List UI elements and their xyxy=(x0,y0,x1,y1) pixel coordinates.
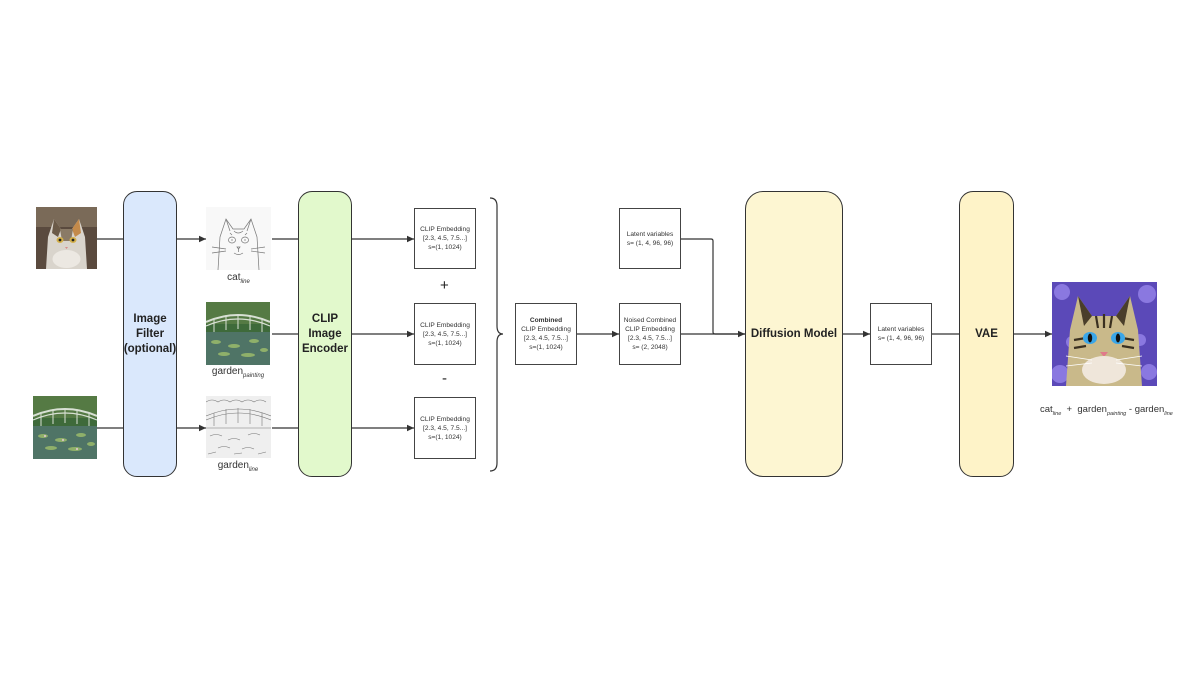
clip-label-1: CLIP xyxy=(311,312,339,325)
diffusion-label: Diffusion Model xyxy=(750,327,838,340)
vae-block: VAE xyxy=(959,191,1014,477)
plus-operator: + xyxy=(440,277,449,294)
clip-embedding-box-1: CLIP Embedding [2.3, 4.5, 7.5...] s=(1, … xyxy=(414,208,476,269)
image-filter-label-1: Image xyxy=(133,312,167,325)
latent-out-title: Latent variables xyxy=(877,326,925,333)
clip-embedding-box-3: CLIP Embedding [2.3, 4.5, 7.5...] s=(1, … xyxy=(414,397,476,459)
minus-operator: - xyxy=(442,370,447,387)
noised-shape: s= (2, 2048) xyxy=(632,344,668,351)
garden-painting-sub: painting xyxy=(243,373,265,379)
latent-variables-input-box: Latent variables s= (1, 4, 96, 96) xyxy=(619,208,681,269)
noised-title: Noised Combined xyxy=(623,317,677,324)
embedding-shape: s=(1, 1024) xyxy=(428,339,462,347)
cat-line-name: cat xyxy=(227,272,241,283)
formula-sub-2: painting xyxy=(1106,411,1127,417)
image-filter-label-2: Filter xyxy=(135,327,165,340)
combined-subtitle: CLIP Embedding xyxy=(521,326,571,333)
garden-painting-filtered-icon xyxy=(206,302,270,365)
garden-line-name: garden xyxy=(217,460,249,471)
cat-line-sub: line xyxy=(240,279,250,285)
garden-painting-name: garden xyxy=(211,366,244,377)
noised-subtitle: CLIP Embedding xyxy=(625,326,675,333)
embedding-shape: s=(1, 1024) xyxy=(428,433,462,441)
formula-term-3: garden xyxy=(1134,404,1165,415)
clip-label-3: Encoder xyxy=(301,342,348,355)
embedding-title: CLIP Embedding xyxy=(420,226,470,233)
noised-combined-embedding-box: Noised Combined CLIP Embedding [2.3, 4.5… xyxy=(619,303,681,365)
formula-sub-1: line xyxy=(1052,411,1062,417)
formula-term-1: cat xyxy=(1040,404,1053,415)
clip-embedding-box-2: CLIP Embedding [2.3, 4.5, 7.5...] s=(1, … xyxy=(414,303,476,365)
combined-shape: s=(1, 1024) xyxy=(529,344,563,351)
output-formula: catline + gardenpainting - gardenline xyxy=(1040,404,1173,417)
combined-embedding-box: Combined CLIP Embedding [2.3, 4.5, 7.5..… xyxy=(515,303,577,365)
formula-term-2: garden xyxy=(1077,404,1107,415)
latent-out-shape: s= (1, 4, 96, 96) xyxy=(877,335,925,342)
embedding-values: [2.3, 4.5, 7.5...] xyxy=(423,235,467,242)
noised-values: [2.3, 4.5, 7.5...] xyxy=(628,335,672,342)
embedding-shape: s=(1, 1024) xyxy=(428,244,462,251)
embedding-values: [2.3, 4.5, 7.5...] xyxy=(423,424,467,432)
garden-line-sub: line xyxy=(248,467,259,473)
combined-values: [2.3, 4.5, 7.5...] xyxy=(524,335,568,342)
latent-in-shape: s= (1, 4, 96, 96) xyxy=(626,239,674,247)
curly-brace xyxy=(489,197,504,472)
image-filter-label-3: (optional) xyxy=(123,342,177,355)
formula-sub-3: line xyxy=(1164,411,1173,417)
embedding-title: CLIP Embedding xyxy=(420,321,470,329)
garden-line-drawing-icon xyxy=(206,396,271,458)
cat-line-caption: catline xyxy=(206,272,271,285)
garden-painting-icon xyxy=(33,396,97,459)
latent-variables-output-box: Latent variables s= (1, 4, 96, 96) xyxy=(870,303,932,365)
clip-image-encoder-block: CLIP Image Encoder xyxy=(298,191,352,477)
image-filter-block: Image Filter (optional) xyxy=(123,191,177,477)
vae-label: VAE xyxy=(975,327,998,340)
generated-cat-image-icon xyxy=(1052,282,1157,386)
cat-photo-icon xyxy=(36,207,97,269)
embedding-values: [2.3, 4.5, 7.5...] xyxy=(423,330,467,338)
arrow-latent-to-diffusion xyxy=(681,238,745,338)
embedding-title: CLIP Embedding xyxy=(420,415,470,423)
formula-op-1: + xyxy=(1066,404,1073,415)
diffusion-model-block: Diffusion Model xyxy=(745,191,843,477)
combined-title: Combined xyxy=(529,317,563,324)
formula-op-2: - xyxy=(1128,404,1133,415)
garden-painting-caption: gardenpainting xyxy=(200,366,276,379)
garden-line-caption: gardenline xyxy=(200,460,276,473)
clip-label-2: Image xyxy=(308,327,342,340)
latent-in-title: Latent variables xyxy=(626,230,674,238)
cat-line-drawing-icon xyxy=(206,207,271,270)
